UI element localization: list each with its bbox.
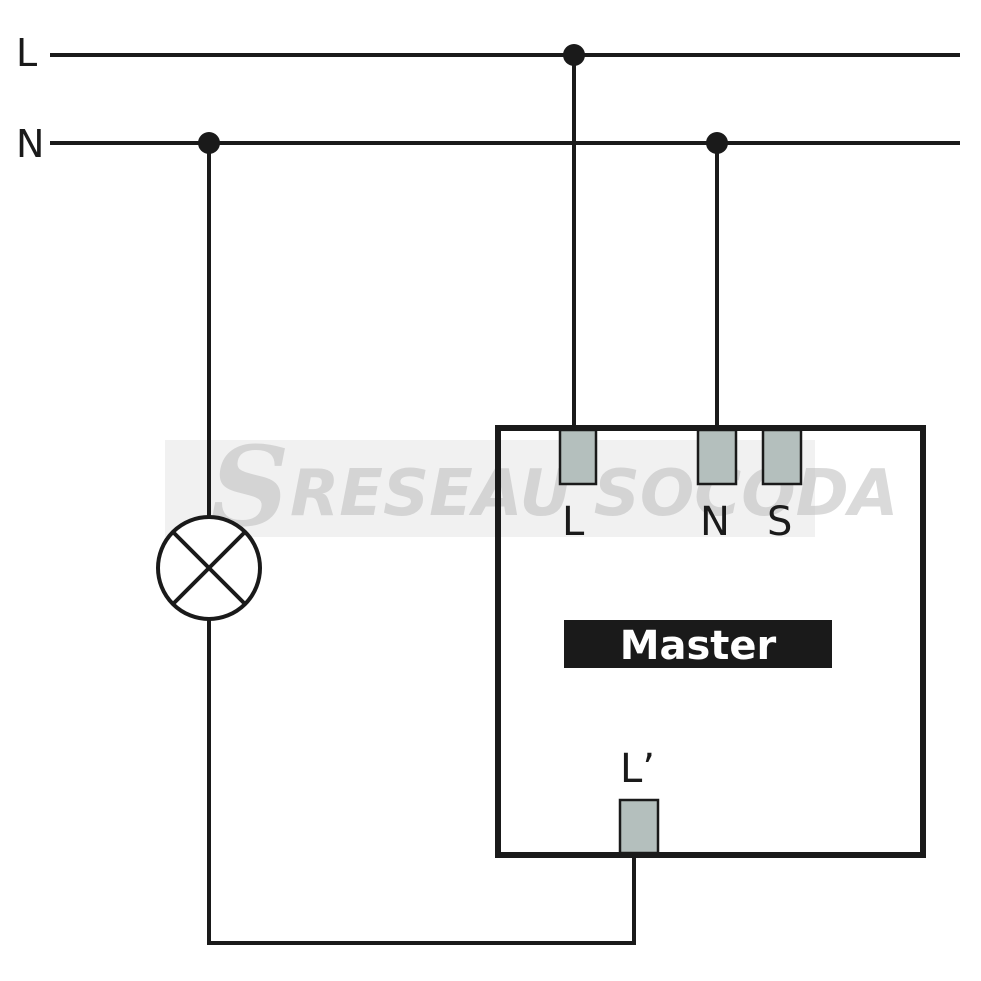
terminal-l (558, 428, 598, 486)
neutral-junction-lamp (198, 132, 220, 154)
terminal-l-label: L (562, 499, 585, 545)
terminal-n-label: N (700, 499, 730, 545)
neutral-rail-label: N (16, 122, 44, 166)
master-label: Master (620, 623, 777, 669)
neutral-junction-module (706, 132, 728, 154)
terminal-s-label: S (767, 499, 792, 545)
terminal-load (618, 798, 660, 855)
line-rail-label: L (16, 31, 37, 75)
terminal-n (696, 428, 738, 486)
terminal-load-label: L’ (620, 746, 655, 792)
master-label-bar (564, 620, 832, 668)
master-module: L N S L’ Master (495, 425, 926, 858)
load-return-wire (207, 620, 636, 945)
line-junction (563, 44, 585, 66)
lamp-icon (156, 515, 262, 621)
master-module-housing (495, 425, 926, 858)
terminal-s (761, 428, 803, 486)
